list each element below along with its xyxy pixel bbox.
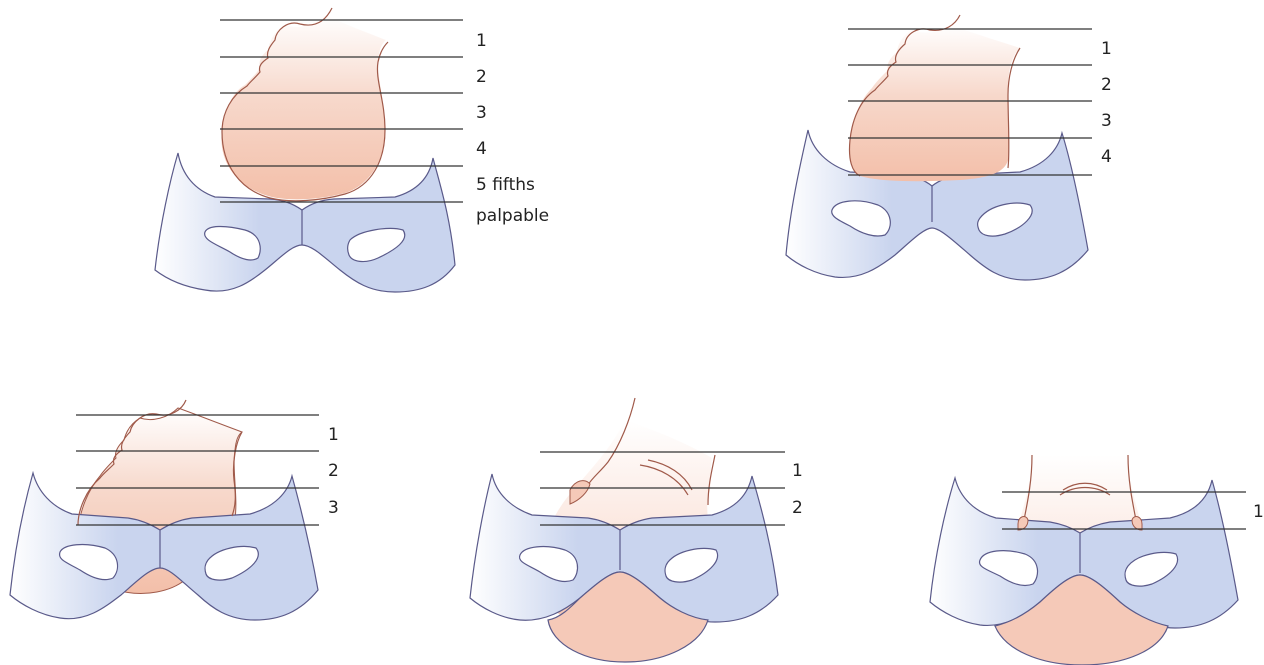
panel-four-fifths: 1 2 3 4 [786,15,1112,280]
level-label: 1 [476,31,487,51]
level-label: 1 [328,425,339,445]
level-label: 4 [476,139,487,159]
panel-two-fifths: 1 2 [470,398,803,662]
level-label: 3 [328,498,339,518]
level-label: 3 [1101,111,1112,131]
panel-five-fifths: 1 2 3 4 5 fifths palpable [155,8,549,292]
fetal-head [849,25,1020,181]
level-label: 1 [1253,502,1264,522]
level-label: palpable [476,206,549,226]
level-label: 2 [1101,75,1112,95]
level-label: 3 [476,103,487,123]
level-label: 2 [792,498,803,518]
level-label: 1 [792,461,803,481]
level-label: 2 [476,67,487,87]
panel-three-fifths: 1 2 3 [10,400,339,620]
panel-one-fifth: 1 [930,455,1264,665]
level-label: 1 [1101,39,1112,59]
level-label: 5 fifths [476,175,535,195]
fetal-head [221,15,386,199]
level-label: 2 [328,461,339,481]
level-label: 4 [1101,147,1112,167]
